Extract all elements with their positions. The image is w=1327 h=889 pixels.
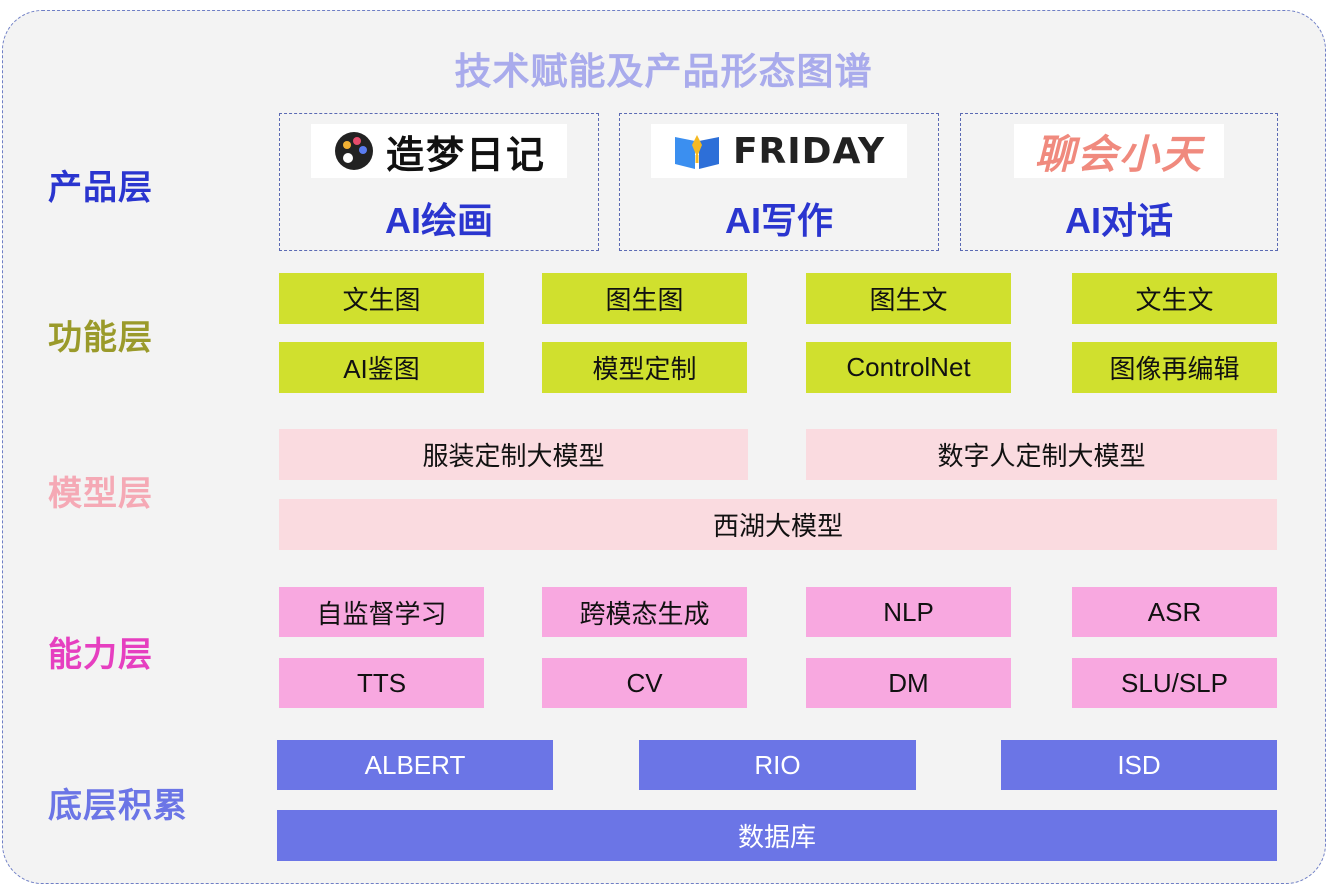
capability-tts: TTS: [279, 658, 484, 708]
base-isd: ISD: [1001, 740, 1277, 790]
liaohui-logo: 聊会小天: [1014, 124, 1224, 178]
model-westlake: 西湖大模型: [279, 499, 1277, 550]
model-clothing-custom: 服装定制大模型: [279, 429, 748, 480]
product-name-painting: AI绘画: [384, 200, 493, 241]
function-model-customization: 模型定制: [542, 342, 747, 393]
book-pen-icon: [674, 135, 719, 169]
function-text-to-image: 文生图: [279, 273, 484, 324]
capability-self-supervised: 自监督学习: [279, 587, 484, 637]
capability-cv: CV: [542, 658, 747, 708]
function-image-reediting: 图像再编辑: [1072, 342, 1277, 393]
capability-asr: ASR: [1072, 587, 1277, 637]
product-name-writing: AI写作: [724, 200, 833, 241]
zaomeng-logo-text: 造梦日记: [385, 132, 546, 177]
product-card-painting: 造梦日记 AI绘画: [279, 113, 599, 251]
friday-logo-text: FRIDAY: [732, 130, 886, 172]
product-card-writing: FRIDAY AI写作: [619, 113, 939, 251]
diagram-title: 技术赋能及产品形态图谱: [454, 50, 873, 93]
function-image-to-text: 图生文: [806, 273, 1011, 324]
capability-nlp: NLP: [806, 587, 1011, 637]
function-controlnet: ControlNet: [806, 342, 1011, 393]
product-card-chat: 聊会小天 AI对话: [960, 113, 1278, 251]
zaomeng-logo: 造梦日记: [311, 124, 567, 178]
capability-cross-modal: 跨模态生成: [542, 587, 747, 637]
palette-icon: [334, 132, 373, 170]
function-image-to-image: 图生图: [542, 273, 747, 324]
capability-dm: DM: [806, 658, 1011, 708]
capability-slu-slp: SLU/SLP: [1072, 658, 1277, 708]
base-albert: ALBERT: [277, 740, 553, 790]
layer-label-product: 产品层: [48, 168, 153, 208]
function-ai-image-detection: AI鉴图: [279, 342, 484, 393]
layer-label-model: 模型层: [48, 474, 153, 514]
layer-label-base: 底层积累: [48, 786, 188, 826]
base-rio: RIO: [639, 740, 916, 790]
model-digital-human-custom: 数字人定制大模型: [806, 429, 1277, 480]
friday-logo: FRIDAY: [651, 124, 907, 178]
function-text-to-text: 文生文: [1072, 273, 1277, 324]
layer-label-function: 功能层: [48, 318, 153, 358]
product-name-chat: AI对话: [1064, 200, 1173, 241]
base-database: 数据库: [277, 810, 1277, 861]
liaohui-logo-text: 聊会小天: [1035, 132, 1203, 178]
layer-label-capability: 能力层: [48, 635, 153, 675]
